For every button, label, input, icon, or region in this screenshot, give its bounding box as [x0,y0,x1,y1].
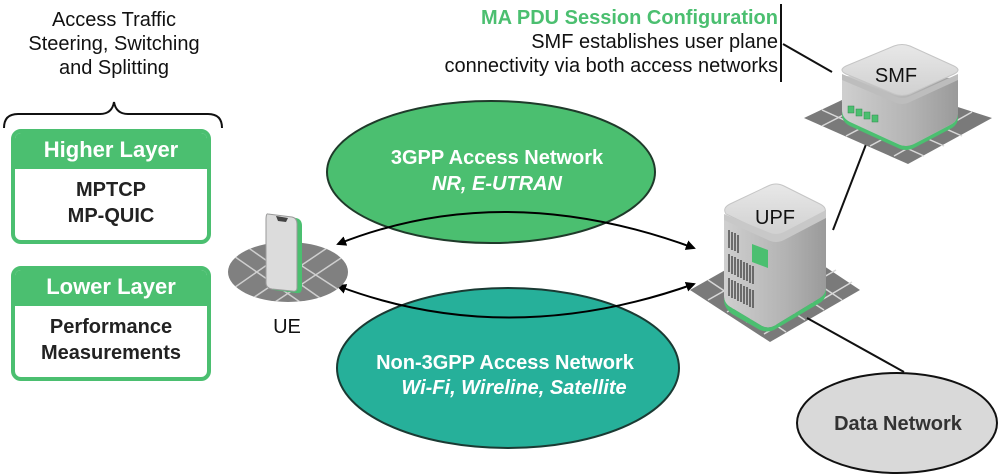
higher-layer-title: Higher Layer [15,133,207,169]
annotation-line: and Splitting [58,57,170,79]
smf-node: SMF [804,44,992,164]
annotation-line: Steering, Switching [28,33,200,55]
data-network: Data Network [796,372,998,474]
non-3gpp-access-network: Non-3GPP Access Network Wi-Fi, Wireline,… [336,287,680,449]
higher-layer-item: MP-QUIC [67,205,155,227]
3gpp-network-subtitle: NR, E-UTRAN [432,173,563,195]
annotation-line: Access Traffic [51,9,177,31]
lower-layer-title: Lower Layer [15,270,207,306]
ue-label: UE [273,316,301,338]
3gpp-access-network: 3GPP Access Network NR, E-UTRAN [326,100,656,244]
smf-indicator-icon [847,105,879,123]
lower-layer-item: Measurements [40,342,182,364]
lower-layer-box: Lower Layer Performance Measurements [11,266,211,381]
smf-label: SMF [875,65,917,87]
session-config-line: SMF establishes user plane [531,31,778,53]
session-config-line: connectivity via both access networks [444,55,779,77]
traffic-annotation: Access Traffic Steering, Switching and S… [14,8,214,80]
non-3gpp-path-arrow [336,281,696,319]
upf-panel-icon [752,244,768,268]
3gpp-network-title: 3GPP Access Network [391,147,604,169]
session-config-annotation: MA PDU Session Configuration SMF establi… [445,6,779,78]
smf-connector [782,43,833,73]
ue-device: UE [228,213,348,338]
upf-node: UPF [690,183,860,342]
data-network-label: Data Network [834,413,963,435]
smartphone-icon [265,213,302,294]
upf-vent-icon [728,230,754,308]
non-3gpp-network-title: Non-3GPP Access Network [376,352,635,374]
non-3gpp-network-subtitle: Wi-Fi, Wireline, Satellite [401,377,626,399]
lower-layer-item: Performance [49,316,173,338]
upf-smf-connector [832,133,871,231]
session-config-title: MA PDU Session Configuration [480,7,778,29]
3gpp-path-arrow [336,211,696,250]
annotation-brace [3,101,223,129]
upf-data-network-connector [806,317,905,373]
higher-layer-item: MPTCP [76,179,146,201]
higher-layer-box: Higher Layer MPTCP MP-QUIC [11,129,211,244]
upf-label: UPF [755,207,795,229]
